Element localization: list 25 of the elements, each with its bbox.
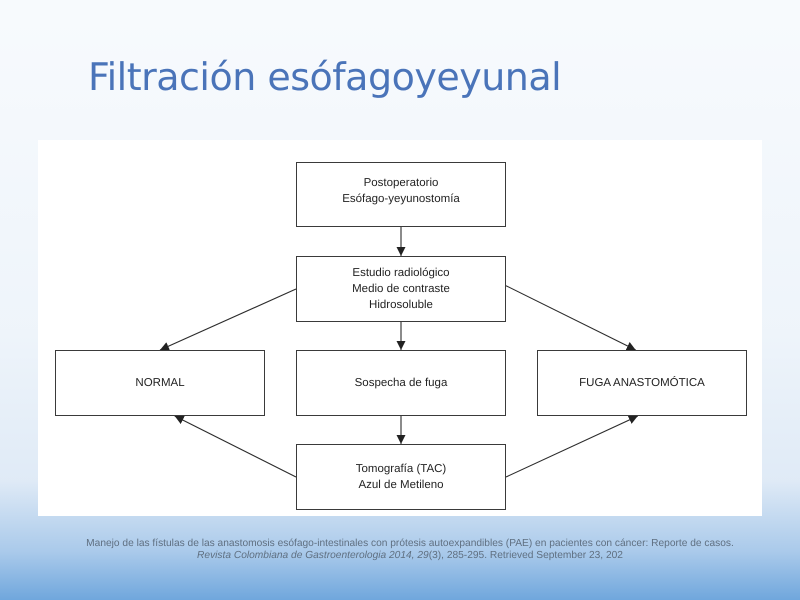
- node-text: Azul de Metileno: [358, 478, 444, 493]
- node-text: Medio de contraste: [352, 282, 450, 297]
- arrow: [396, 227, 406, 256]
- slide-title: Filtración esófagoyeyunal: [88, 55, 562, 99]
- process-box: [537, 350, 747, 416]
- process-box: [296, 444, 506, 510]
- arrow: [396, 416, 406, 444]
- node-text: Esófago-yeyunostomía: [342, 192, 460, 207]
- arrow: [160, 288, 296, 350]
- process-box: [296, 162, 506, 227]
- process-box: [296, 256, 506, 322]
- citation: Manejo de las fístulas de las anastomosis esófago-intestinales con prótesis autoexpandibles (PAE) en pacientes con cáncer: Reporte de casos. Revista Colombiana de Gastroenterologia 2014, 29(3), 285-295. Retrieved September 23, 202: [85, 538, 735, 562]
- process-box: [296, 350, 506, 416]
- arrow: [506, 416, 638, 478]
- node-text: Tomografía (TAC): [356, 462, 446, 477]
- arrow: [174, 416, 296, 478]
- node-text: Estudio radiológico: [352, 266, 450, 281]
- node-text: Hidrosoluble: [369, 298, 433, 313]
- arrow: [396, 322, 406, 350]
- node-text: Postoperatorio: [364, 176, 438, 191]
- node-text: FUGA ANASTOMÓTICA: [579, 375, 705, 391]
- arrow: [506, 285, 636, 350]
- node-text: NORMAL: [135, 376, 185, 391]
- node-text: Sospecha de fuga: [354, 376, 448, 391]
- process-box: [55, 350, 265, 416]
